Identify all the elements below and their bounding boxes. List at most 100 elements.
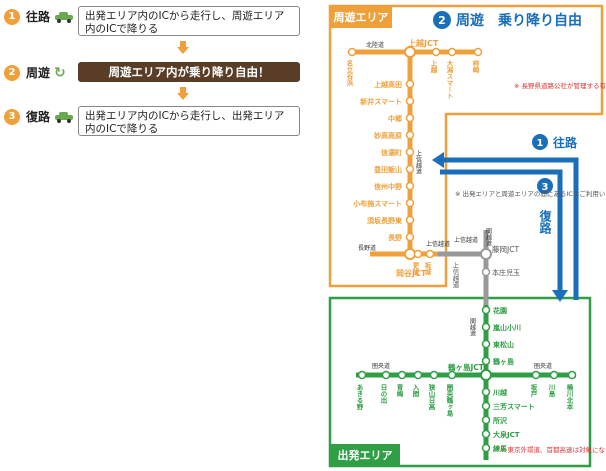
outbound-number: 1	[537, 138, 544, 149]
tour-area-label: 周遊エリア	[334, 10, 389, 24]
tour-main-ic-5-node	[405, 164, 415, 174]
return-number-badge	[537, 178, 553, 194]
tour-branch-ic-label-3: 柿崎	[471, 59, 479, 75]
depart-kanetsu-ic-1-node	[481, 322, 491, 332]
tour-area-border	[328, 4, 604, 288]
tour-main-ic-label-4: 信濃町	[381, 148, 402, 157]
depart-west-ic-2-node	[397, 370, 407, 380]
depart-west-ic-label-5: 圏央鶴ヶ島	[445, 383, 453, 418]
loop-icon: ↻	[54, 64, 66, 81]
step-outbound-description: 出発エリア内のICから走行し、周遊エリア内のICで降りる	[78, 6, 300, 36]
headline-number: 2	[438, 14, 446, 27]
joetsu-jct-label: 上越JCT	[408, 38, 439, 48]
tour-main-ic-1-node	[405, 96, 415, 106]
depart-west-ic-label-3: 入間	[411, 384, 420, 399]
flow-arrow-2	[177, 93, 189, 100]
step-number-1: 1	[4, 8, 20, 25]
depart-east-ic-0-node	[531, 370, 541, 380]
depart-west-ic-5-node	[447, 370, 457, 380]
depart-kanetsu-ic-label-0: 花園	[493, 306, 507, 315]
depart-south-ic-2-node	[481, 415, 491, 425]
joetsu-jct-node	[404, 46, 416, 58]
fujioka-jct-label: 藤岡JCT	[492, 244, 519, 254]
tsurugashima-jct-node	[480, 369, 492, 381]
tour-main-ic-0-node	[405, 79, 415, 89]
tour-main-ic-6-node	[405, 181, 415, 191]
step-return-description: 出発エリア内のICから走行し、出発エリア内のICで降りる	[78, 106, 300, 136]
tokyo-note: ※ 東京外環道、首都高速は対象になりません	[500, 445, 606, 454]
tour-branch-ic-3-node	[473, 47, 483, 57]
kanetsu-road-label-2: 関越道	[469, 318, 476, 337]
depart-east-ic-label-0: 坂戸	[529, 383, 537, 399]
tour-bottom-ic-1-node	[425, 249, 435, 259]
tour-bottom-ic-0-node	[413, 249, 423, 259]
honjo-ic-node	[481, 267, 491, 277]
depart-west-ic-4-node	[429, 370, 439, 380]
depart-west-ic-3-node	[413, 370, 423, 380]
depart-south-ic-4-node	[481, 443, 491, 453]
tour-main-ic-7-node	[405, 198, 415, 208]
depart-south-ic-label-0: 川越	[492, 388, 508, 397]
step-label-outbound: 往路	[26, 10, 51, 24]
depart-east-ic-label-1: 川島	[547, 384, 556, 399]
headline-text: 周遊 乗り降り自由	[456, 12, 582, 29]
tour-bottom-ic-label-1: 坂城	[423, 261, 431, 277]
step-outbound: 1 往路	[4, 8, 74, 25]
okaya-jct-label: 岡谷JCT	[396, 268, 427, 278]
headline-number-badge	[433, 11, 451, 29]
tour-main-ic-8-node	[405, 215, 415, 225]
hokuriku-road-label: 北陸道	[366, 41, 384, 49]
depart-east-ic-2-node	[567, 370, 577, 380]
middle-line-ic-2: 本庄児玉	[492, 268, 520, 277]
tour-main-ic-label-3: 妙高高原	[374, 131, 402, 140]
depart-kanetsu-ic-label-2: 東松山	[493, 340, 514, 349]
nagano-note: ※ 長野県道路公社が管理する有料道路は対象になりません。	[514, 81, 606, 90]
tour-main-ic-label-9: 長野	[388, 233, 402, 242]
depart-kanetsu-ic-0-node	[481, 305, 491, 315]
outbound-arrowhead	[432, 152, 444, 168]
depart-south-ic-0-node	[481, 387, 491, 397]
depart-kanetsu-ic-3-node	[481, 356, 491, 366]
car-icon	[55, 111, 73, 123]
outbound-number-badge	[532, 134, 548, 150]
tour-branch-ic-0-node	[347, 47, 357, 57]
tour-main-ic-3-node	[405, 130, 415, 140]
chuo-road-label-1: 圏央道	[372, 362, 390, 370]
depart-south-ic-3-node	[481, 429, 491, 439]
flow-arrow-2-stem	[180, 87, 186, 93]
middle-note: ※ 出発エリアと周遊エリアの間にあるICはご利用いただけません。	[455, 189, 606, 198]
return-arrowhead	[552, 290, 568, 302]
tour-main-ic-9-node	[405, 232, 415, 242]
tour-main-ic-label-2: 中郷	[388, 114, 402, 123]
tour-main-ic-2-node	[405, 113, 415, 123]
step-tour-description: 周遊エリア内が乗り降り自由！	[78, 62, 300, 82]
step-tour: 2 周遊 ↻	[4, 64, 66, 81]
depart-kanetsu-ic-label-3: 鶴ヶ島	[493, 357, 514, 366]
depart-area-label: 出発エリア	[338, 448, 393, 462]
return-route	[440, 169, 563, 294]
car-icon	[55, 11, 73, 23]
tour-branch-ic-2-node	[447, 47, 457, 57]
step-label-return: 復路	[26, 110, 51, 124]
depart-kanetsu-ic-label-1: 嵐山小川	[492, 323, 521, 332]
tsurugashima-jct-label: 鶴ヶ島JCT	[448, 362, 485, 372]
joshinetsu-road-label-3: 上信越道	[426, 240, 450, 248]
joshinetsu-road-label-1: 上信越道	[415, 149, 422, 175]
depart-area-tab	[330, 444, 400, 466]
step-return: 3 復路	[4, 108, 74, 125]
joshinetsu-road-label-2: 上信越道	[454, 236, 478, 244]
middle-line-ic-1: 上信越道	[451, 261, 459, 290]
tour-branch-ic-label-2: 大潟スマート	[445, 59, 453, 100]
depart-east-ic-1-node	[549, 370, 559, 380]
tour-main-ic-label-5: 豊田飯山	[374, 165, 402, 174]
depart-south-ic-label-4: 練馬	[493, 444, 507, 453]
depart-west-ic-label-2: 青梅	[395, 383, 403, 399]
step-label-tour: 周遊	[26, 66, 51, 80]
depart-south-ic-label-3: 大泉JCT	[493, 430, 520, 439]
depart-south-ic-label-2: 所沢	[493, 416, 508, 425]
depart-kanetsu-ic-2-node	[481, 339, 491, 349]
fujioka-jct-node	[480, 248, 492, 260]
tour-main-ic-label-8: 須坂長野東	[367, 216, 403, 225]
tour-branch-ic-1-node	[431, 47, 441, 57]
